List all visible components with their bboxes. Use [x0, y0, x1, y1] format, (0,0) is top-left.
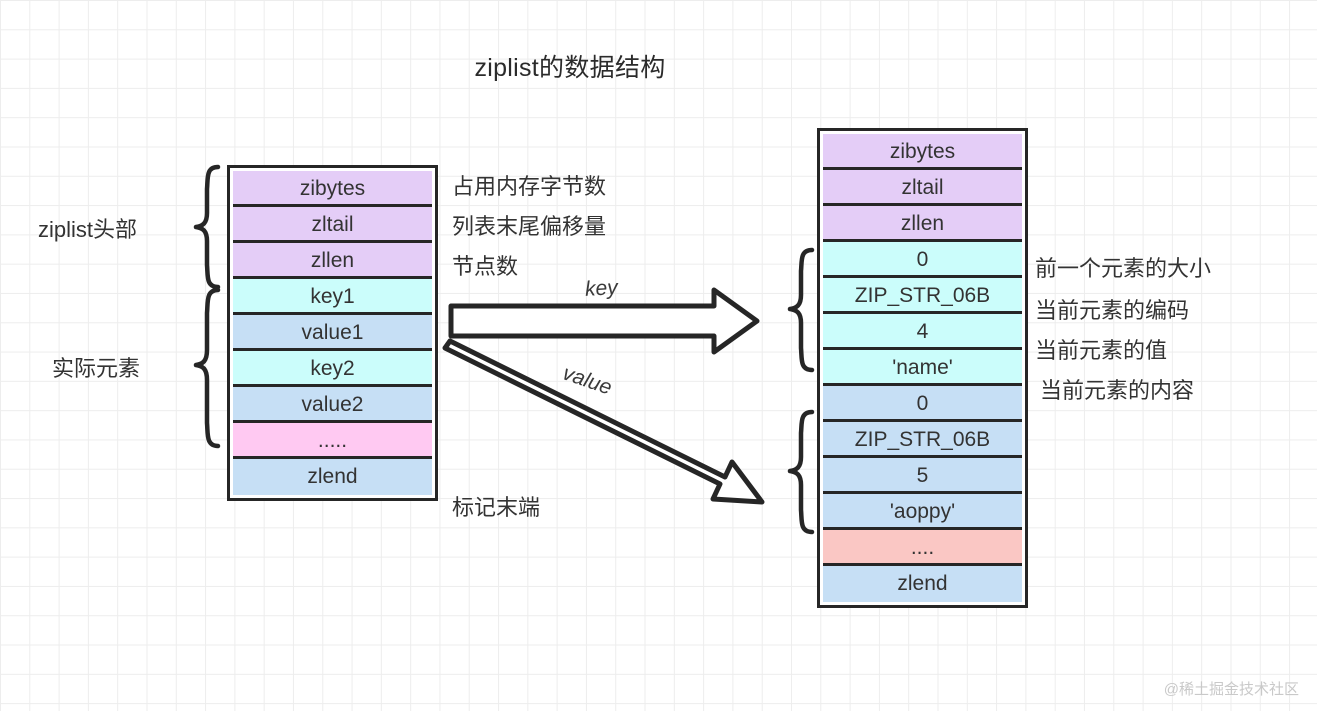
table-row: ZIP_STR_06B — [823, 278, 1022, 314]
arrow-label-value: value — [559, 361, 615, 400]
brace-actual-elements — [193, 287, 221, 449]
arrow-value — [442, 338, 765, 505]
brace-value-entry — [787, 409, 815, 535]
brace-key-entry — [787, 247, 815, 373]
table-row: value2 — [233, 387, 432, 423]
watermark: @稀土掘金技术社区 — [1163, 681, 1299, 698]
label-prev-entry-size: 前一个元素的大小 — [1035, 256, 1212, 281]
brace-ziplist-header — [193, 164, 221, 290]
ziplist-overview-table: zibytes zltail zllen key1 value1 key2 va… — [227, 165, 438, 501]
arrow-label-key: key — [584, 276, 619, 301]
table-row: 'aoppy' — [823, 494, 1022, 530]
label-zltail-desc: 列表末尾偏移量 — [452, 214, 607, 239]
table-row: 'name' — [823, 350, 1022, 386]
table-row: ZIP_STR_06B — [823, 422, 1022, 458]
label-zlend-desc: 标记末端 — [452, 495, 541, 520]
table-row: zlend — [823, 566, 1022, 602]
table-row: .... — [823, 530, 1022, 566]
table-row: key1 — [233, 279, 432, 315]
table-row: zllen — [233, 243, 432, 279]
table-row: 0 — [823, 242, 1022, 278]
table-row: key2 — [233, 351, 432, 387]
label-entry-encoding: 当前元素的编码 — [1035, 298, 1190, 323]
table-row: zibytes — [233, 171, 432, 207]
page-title: ziplist的数据结构 — [474, 54, 666, 82]
table-row: zibytes — [823, 134, 1022, 170]
label-zibytes-desc: 占用内存字节数 — [452, 174, 607, 199]
table-row: 5 — [823, 458, 1022, 494]
label-ziplist-header: ziplist头部 — [38, 217, 138, 242]
label-entry-content: 当前元素的内容 — [1040, 378, 1195, 403]
label-actual-elements: 实际元素 — [52, 356, 141, 381]
label-entry-value: 当前元素的值 — [1035, 338, 1168, 363]
table-row: zlend — [233, 459, 432, 495]
ziplist-entry-detail-table: zibytes zltail zllen 0 ZIP_STR_06B 4 'na… — [817, 128, 1028, 608]
table-row: 4 — [823, 314, 1022, 350]
table-row: zllen — [823, 206, 1022, 242]
table-row: value1 — [233, 315, 432, 351]
table-row: 0 — [823, 386, 1022, 422]
table-row: zltail — [233, 207, 432, 243]
table-row: ..... — [233, 423, 432, 459]
label-zllen-desc: 节点数 — [452, 254, 519, 279]
table-row: zltail — [823, 170, 1022, 206]
